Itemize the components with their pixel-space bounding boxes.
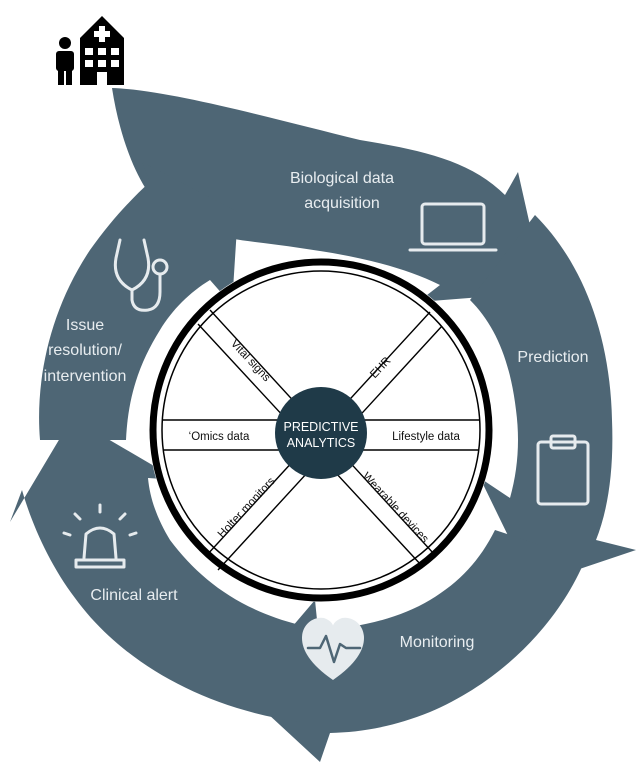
arrow-intervention xyxy=(39,162,238,440)
clipboard-icon xyxy=(536,434,590,506)
wheel-inner-ring xyxy=(161,270,481,590)
laptop-icon xyxy=(408,202,498,252)
patient-hospital-icon xyxy=(56,16,124,85)
hub-label-line1: PREDICTIVE xyxy=(283,420,358,434)
alarm-light-icon xyxy=(62,503,138,569)
heart-monitor-icon xyxy=(302,617,364,680)
wheel-outer-ring xyxy=(149,258,493,602)
hub-label-line2: ANALYTICS xyxy=(287,436,356,450)
arrow-resolution xyxy=(10,418,300,722)
stage-label-monitoring: Monitoring xyxy=(400,634,475,651)
stage-label-resolution-line1: Issue xyxy=(66,317,104,334)
stage-label-acquisition-line2: acquisition xyxy=(304,195,380,212)
stage-label-acquisition-line1: Biological data xyxy=(290,170,394,187)
stethoscope-icon xyxy=(113,238,169,312)
hub-circle xyxy=(275,387,367,479)
stage-label-resolution-line2: resolution/ xyxy=(48,342,122,359)
stage-label-prediction: Prediction xyxy=(517,349,588,366)
stage-label-alert: Clinical alert xyxy=(90,587,178,604)
spoke-label-omics: ‘Omics data xyxy=(189,431,250,443)
spoke-label-lifestyle: Lifestyle data xyxy=(392,431,460,443)
stage-label-resolution-line3: intervention xyxy=(44,368,127,385)
arrow-monitoring xyxy=(240,530,585,762)
arrow-prediction xyxy=(470,215,636,585)
